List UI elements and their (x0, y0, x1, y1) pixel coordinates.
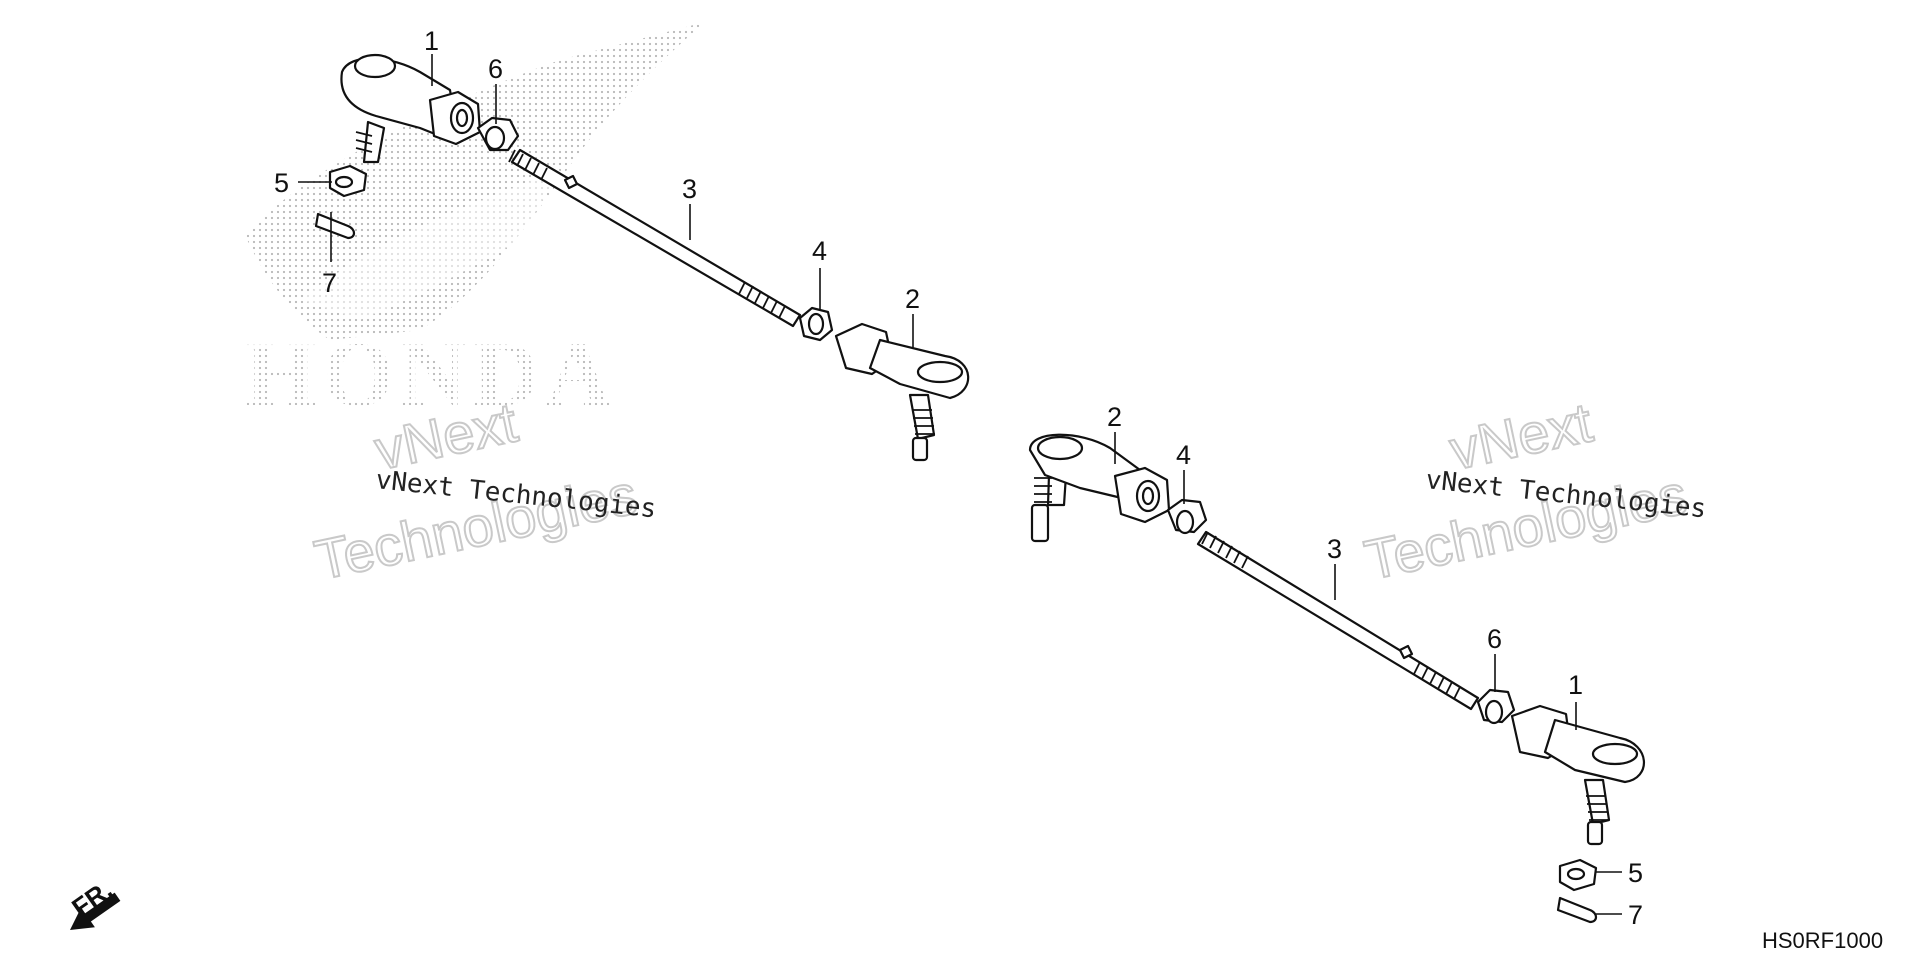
front-direction-indicator: FR. (66, 874, 121, 930)
castle-nut-right (1558, 858, 1598, 892)
cotter-pin-right (1556, 896, 1598, 924)
callout-4: 4 (1176, 440, 1191, 470)
leader-lines (298, 54, 1622, 915)
brand-wordmark: HONDA (245, 323, 617, 425)
watermark-large-line1: vNext (1444, 390, 1598, 481)
callout-6: 6 (488, 54, 503, 84)
callouts-right: 2 4 3 6 1 5 7 (1107, 402, 1643, 930)
brand-logo-watermark: HONDA (245, 22, 705, 425)
part-code: HS0RF1000 (1762, 928, 1883, 953)
wing-feather-icon (300, 170, 560, 320)
callout-4: 4 (812, 236, 827, 266)
jam-nut-right (1476, 688, 1516, 725)
callout-2: 2 (905, 284, 920, 314)
castle-nut-left (328, 164, 368, 198)
callout-7: 7 (322, 268, 337, 298)
callout-2: 2 (1107, 402, 1122, 432)
front-label: FR. (66, 874, 118, 923)
callout-1: 1 (1568, 670, 1583, 700)
hex-nut-right (1166, 498, 1208, 535)
callout-6: 6 (1487, 624, 1502, 654)
tie-rod-end-inner-right (1028, 433, 1171, 543)
jam-nut-left (476, 116, 520, 152)
front-arrow-icon (70, 892, 121, 930)
callout-7: 7 (1628, 900, 1643, 930)
tie-rod-assembly-right (1028, 433, 1645, 924)
tie-rod-assembly-left (314, 53, 970, 462)
tie-rod-end-outer-left (340, 53, 482, 164)
callout-5: 5 (274, 168, 289, 198)
tie-rod-left (508, 148, 802, 328)
tie-rod-end-outer-right (1510, 704, 1645, 846)
callout-1: 1 (424, 26, 439, 56)
watermark-right: vNext Technologies vNext Technologies (1358, 389, 1707, 592)
tie-rod-right (1196, 530, 1480, 711)
callout-5: 5 (1628, 858, 1643, 888)
callouts-left: 1 6 3 4 2 5 7 (274, 26, 920, 314)
callout-3: 3 (682, 174, 697, 204)
callout-3: 3 (1327, 534, 1342, 564)
tie-rod-end-inner-left (834, 322, 970, 462)
cotter-pin-left (314, 212, 356, 240)
hex-nut-left (798, 306, 834, 342)
